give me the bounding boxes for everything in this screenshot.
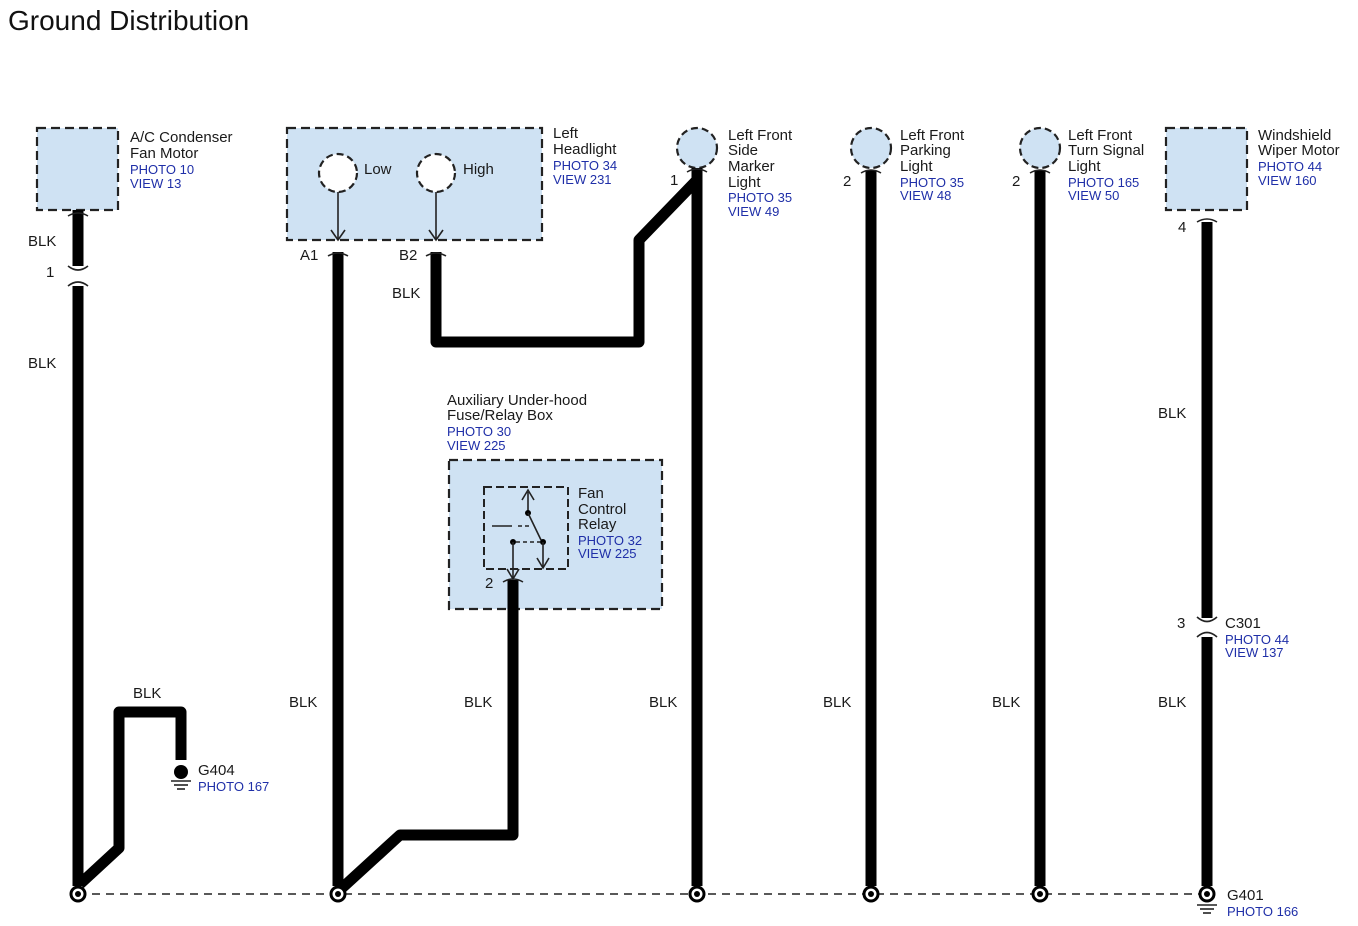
low-beam-label: Low xyxy=(364,161,392,178)
g404-label: G404 PHOTO 167 xyxy=(198,762,269,794)
pin-number: 4 xyxy=(1178,219,1186,236)
wire-color-label: BLK xyxy=(464,694,492,711)
page-title: Ground Distribution xyxy=(8,5,249,36)
wire-color-label: BLK xyxy=(28,233,56,250)
wire-color-label: BLK xyxy=(1158,405,1186,422)
pin-number: 1 xyxy=(46,264,54,281)
wire-color-label: BLK xyxy=(28,355,56,372)
turn-signal-bulb-icon xyxy=(1018,126,1062,170)
fuse-relay-box xyxy=(447,458,664,611)
high-beam-bulb-icon xyxy=(415,152,457,194)
wire-color-label: BLK xyxy=(392,285,420,302)
ac-condenser-fan-motor-box xyxy=(35,126,120,212)
wire-color-label: BLK xyxy=(649,694,677,711)
wiper-motor-box xyxy=(1164,126,1249,212)
pin-number: 2 xyxy=(1012,173,1020,190)
wire-color-label: BLK xyxy=(823,694,851,711)
headlight-high-wire xyxy=(430,176,701,348)
c301-label: C301 PHOTO 44 VIEW 137 xyxy=(1225,615,1293,660)
wiper-motor-label: Windshield Wiper Motor PHOTO 44 VIEW 160 xyxy=(1258,127,1344,188)
pin-number: 3 xyxy=(1177,615,1185,632)
wire-color-label: BLK xyxy=(133,685,161,702)
relay-switch-icon xyxy=(492,488,550,581)
side-marker-bulb-icon xyxy=(675,126,719,170)
turn-signal-label: Left Front Turn Signal Light PHOTO 165 V… xyxy=(1068,127,1148,203)
fuse-box-label: Auxiliary Under-hood Fuse/Relay Box PHOT… xyxy=(447,392,591,453)
low-beam-bulb-icon xyxy=(317,152,359,194)
wire-color-label: BLK xyxy=(1158,694,1186,711)
pin-number: 2 xyxy=(485,575,493,592)
fan-relay-box xyxy=(483,486,569,570)
low-beam-arrow-icon xyxy=(330,229,346,242)
ac-condenser-label: A/C Condenser Fan Motor PHOTO 10 VIEW 13 xyxy=(130,129,237,191)
g404-wire xyxy=(76,706,187,889)
fan-relay-label: Fan Control Relay PHOTO 32 VIEW 225 xyxy=(578,485,646,561)
wire-color-label: BLK xyxy=(992,694,1020,711)
high-beam-arrow-icon xyxy=(428,229,444,242)
fan-relay-wire xyxy=(338,580,519,893)
wire-color-label: BLK xyxy=(289,694,317,711)
pin-number: A1 xyxy=(300,247,318,264)
side-marker-label: Left Front Side Marker Light PHOTO 35 VI… xyxy=(728,127,796,219)
parking-light-bulb-icon xyxy=(849,126,893,170)
pin-number: 1 xyxy=(670,172,678,189)
pin-number: B2 xyxy=(399,247,417,264)
high-beam-label: High xyxy=(463,161,494,178)
parking-light-label: Left Front Parking Light PHOTO 35 VIEW 4… xyxy=(900,127,968,203)
pin-number: 2 xyxy=(843,173,851,190)
g401-ground-icon xyxy=(1197,904,1217,914)
g401-label: G401 PHOTO 166 xyxy=(1227,887,1298,919)
g404-ground-icon xyxy=(171,765,191,790)
left-headlight-label: Left Headlight PHOTO 34 VIEW 231 xyxy=(553,125,621,187)
